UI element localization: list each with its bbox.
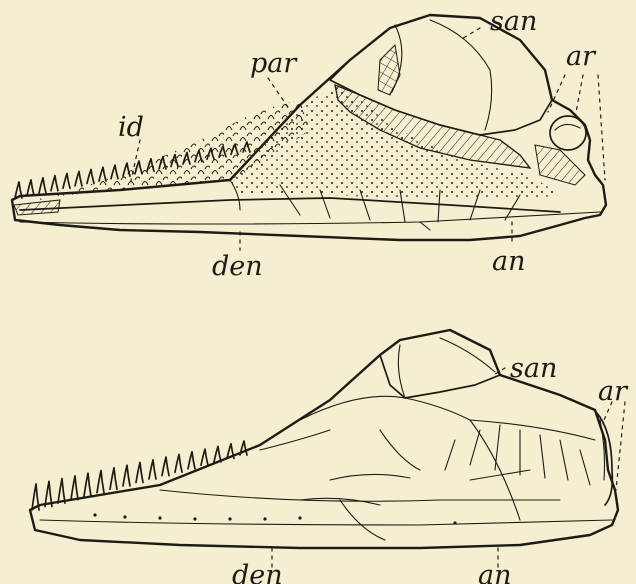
tooth	[110, 468, 117, 490]
tooth	[99, 167, 106, 181]
tooth	[136, 463, 143, 483]
tooth	[39, 178, 46, 193]
upper-jaw-figure: san par ar id den an	[12, 6, 606, 282]
label-an-upper: an	[492, 246, 526, 277]
tooth	[214, 446, 221, 462]
lower-jaw-figure: san ar den an	[30, 330, 629, 584]
tooth	[84, 473, 91, 496]
teeth-row-lower	[32, 441, 247, 510]
label-den-lower: den	[232, 560, 283, 584]
tooth	[111, 165, 118, 178]
tooth	[188, 452, 195, 469]
articular-hatching-upper	[535, 145, 585, 185]
tooth	[87, 169, 94, 183]
tooth	[75, 171, 82, 185]
label-ar-lower: ar	[598, 376, 629, 407]
tooth	[27, 180, 34, 196]
label-par-upper: par	[250, 48, 298, 79]
tooth	[51, 176, 58, 191]
label-ar-upper: ar	[566, 41, 597, 72]
label-san-upper: san	[490, 6, 537, 37]
tooth	[63, 174, 70, 189]
articular-condyle-upper	[550, 116, 586, 150]
tooth	[149, 460, 156, 479]
surangular-crosshatch-upper	[378, 45, 400, 95]
label-san-lower: san	[510, 353, 557, 384]
symphysis-hatching-upper	[14, 200, 60, 215]
tooth	[162, 457, 169, 476]
tooth	[175, 454, 182, 472]
tooth	[97, 471, 104, 493]
tooth	[201, 449, 208, 465]
label-den-upper: den	[212, 251, 263, 282]
tooth	[71, 476, 78, 500]
tooth	[123, 465, 130, 486]
label-an-lower: an	[478, 560, 512, 584]
tooth	[58, 479, 65, 504]
tooth	[240, 441, 247, 455]
label-id-upper: id	[118, 112, 144, 143]
